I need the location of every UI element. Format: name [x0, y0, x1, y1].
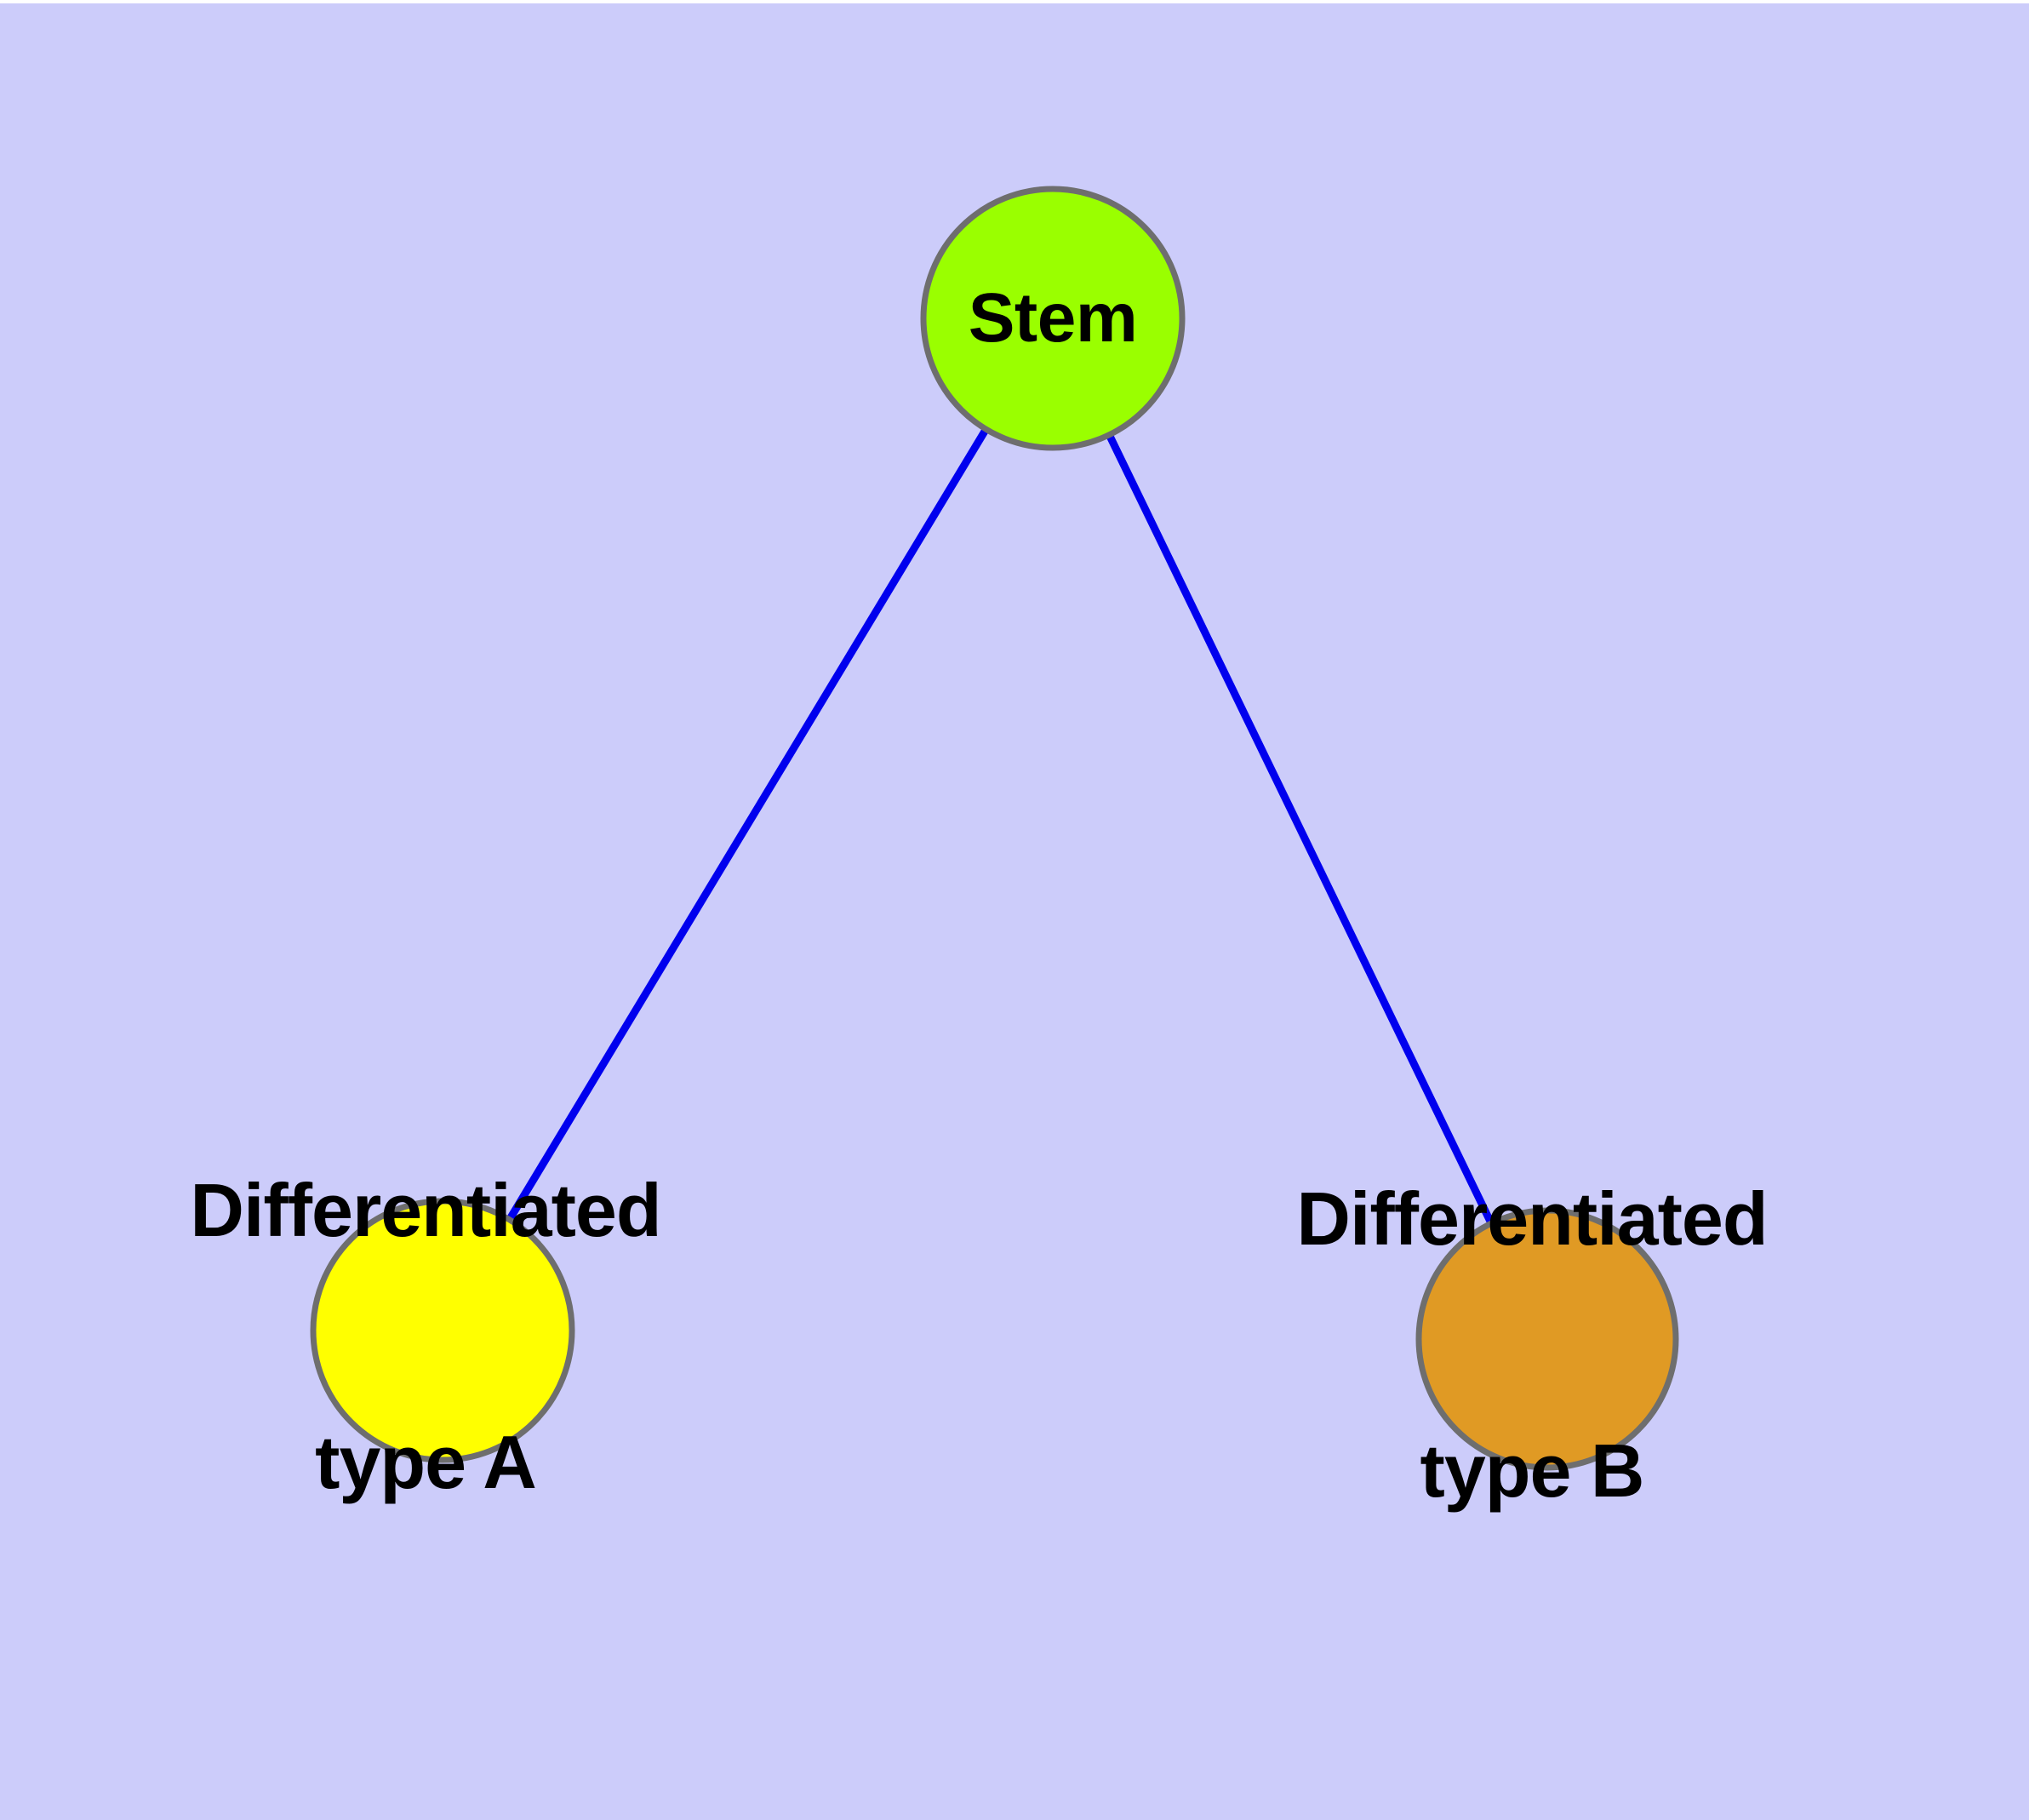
- node-type-b[interactable]: [1415, 1207, 1679, 1471]
- node-layer: [310, 186, 1679, 1471]
- edge-stem-to-type-a[interactable]: [439, 316, 1056, 1333]
- node-type-a[interactable]: [310, 1198, 575, 1463]
- edge-layer: [439, 316, 1552, 1341]
- edge-stem-to-type-b[interactable]: [1049, 317, 1552, 1341]
- node-stem[interactable]: [920, 186, 1186, 451]
